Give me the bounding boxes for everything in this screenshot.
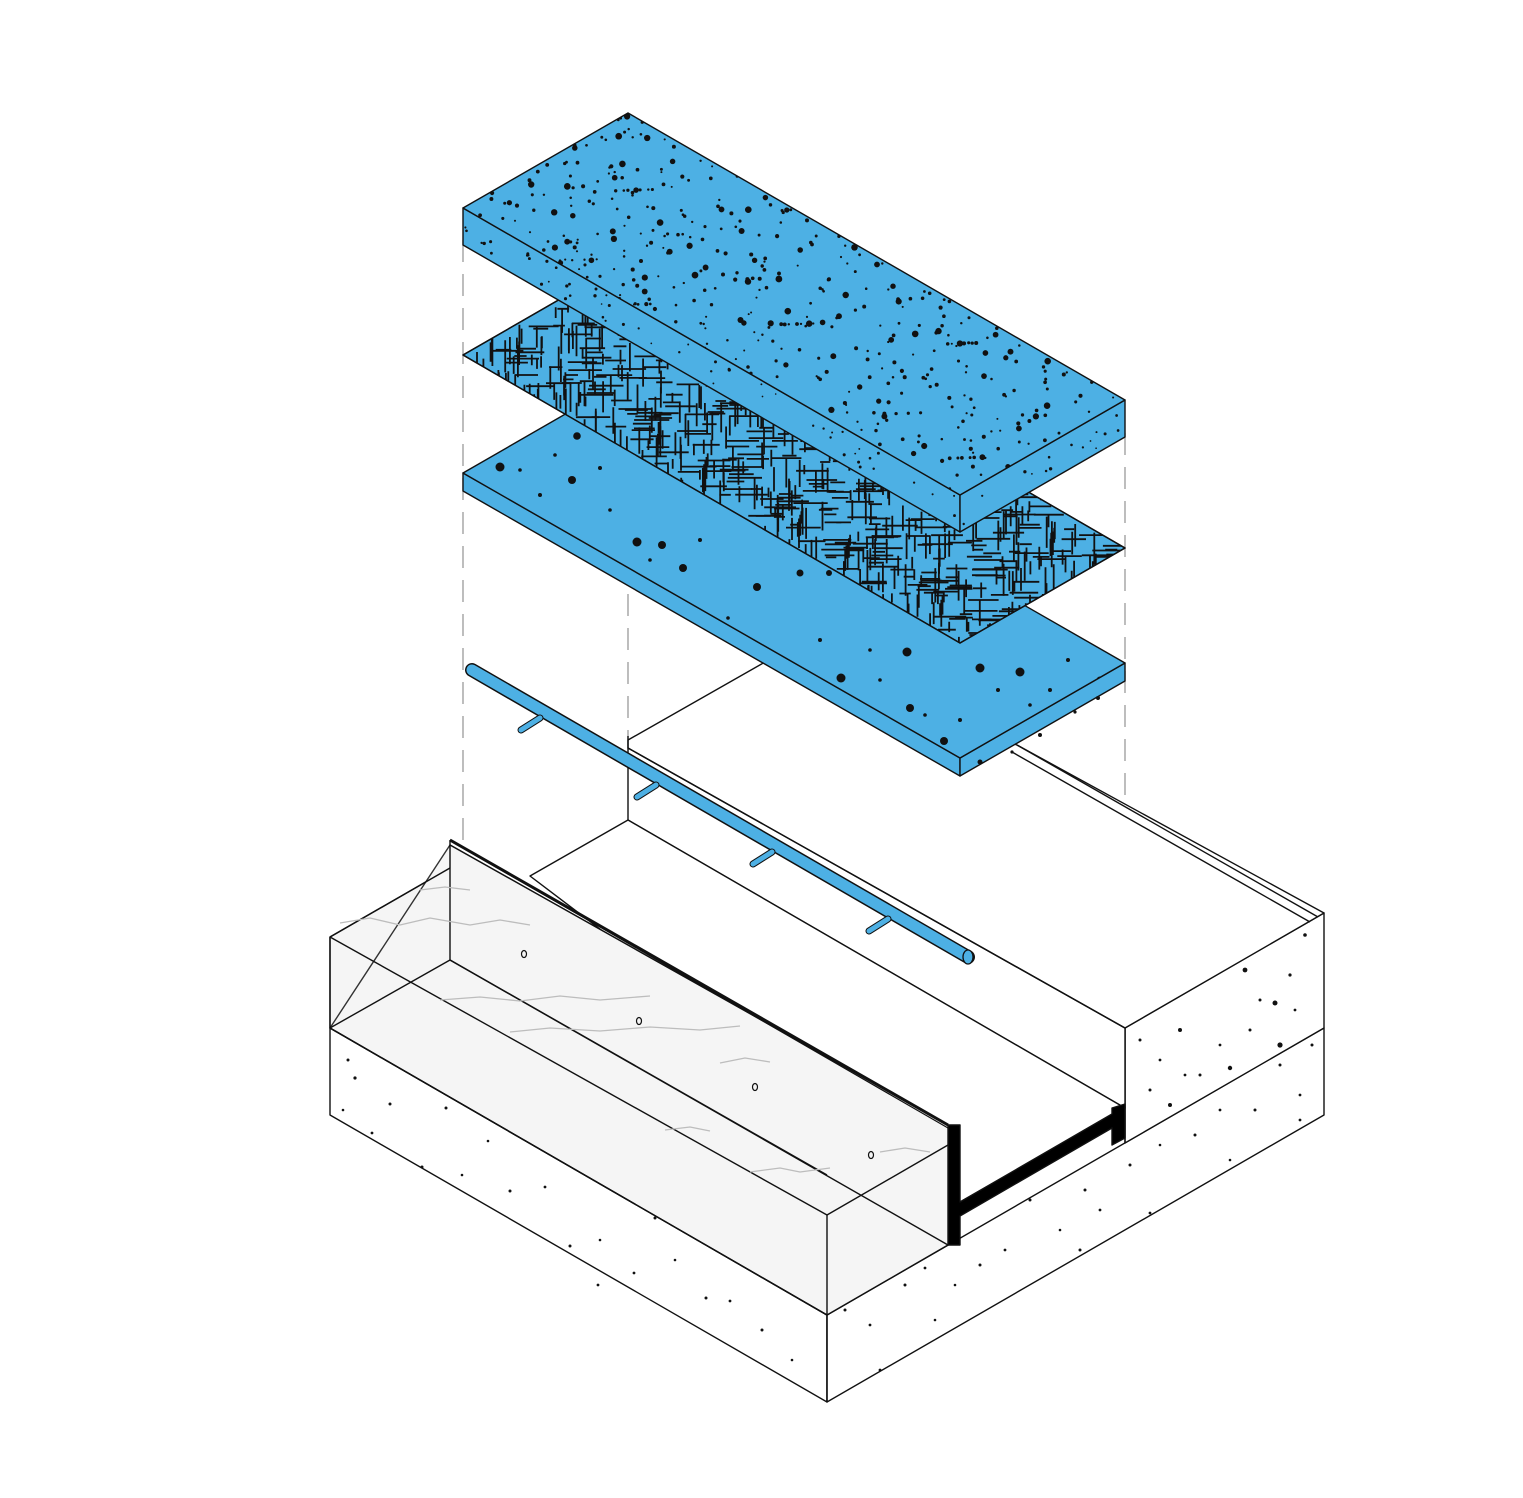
steel-channel[interactable] <box>947 1103 1126 1246</box>
glass-cracks <box>339 886 931 1173</box>
top-slab[interactable] <box>462 112 1126 533</box>
irrigation-pipe[interactable] <box>465 663 975 965</box>
bottom-slab-aggregate <box>495 432 1104 745</box>
base-block <box>329 661 1325 1403</box>
soil-speckles <box>341 933 1314 1372</box>
glass-anchor-holes <box>520 949 875 1160</box>
pipe-emitters <box>517 714 892 935</box>
top-slab-side-aggregate <box>464 226 1120 526</box>
